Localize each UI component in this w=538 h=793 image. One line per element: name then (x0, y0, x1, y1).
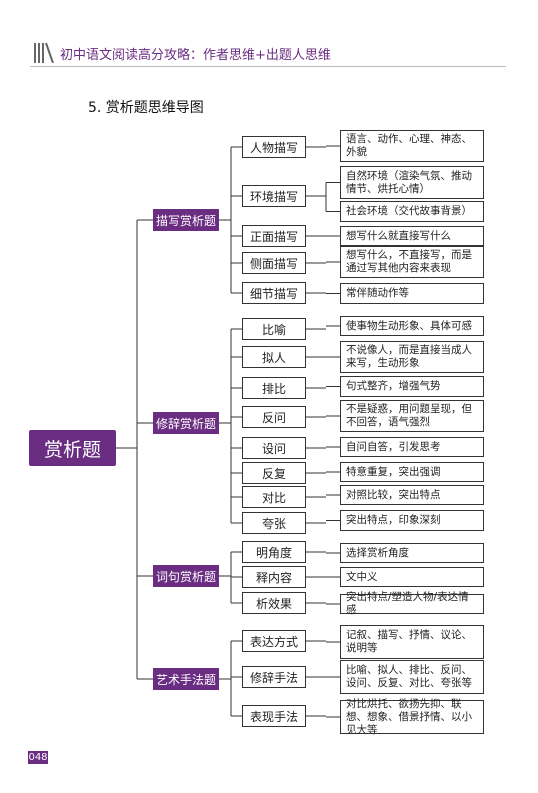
category-node: 艺术手法题 (153, 668, 219, 690)
description-node: 记叙、描写、抒情、议论、说明等 (340, 625, 484, 659)
sub-node: 析效果 (242, 592, 306, 614)
description-text: 突出特点，印象深刻 (346, 514, 441, 526)
header-logo-bars-icon (34, 43, 54, 63)
section-title: 5. 赏析题思维导图 (88, 100, 204, 116)
description-text: 不说像人，而是直接当成人来写，生动形象 (346, 344, 472, 369)
description-node: 突出特点，印象深刻 (340, 510, 484, 531)
description-node: 想写什么，不直接写，而是通过写其他内容来表现 (340, 246, 484, 278)
description-text: 突出特点/塑造人物/表达情感 (346, 591, 469, 616)
description-text: 想写什么就直接写什么 (346, 229, 451, 242)
description-text: 比喻、拟人、排比、反问、设问、反复、对比、夸张等 (346, 664, 472, 689)
description-text: 语言、动作、心理、神态、外貌 (346, 133, 472, 158)
sub-node: 人物描写 (242, 136, 306, 158)
description-node: 特意重复，突出强调 (340, 462, 484, 482)
sub-node: 细节描写 (242, 282, 306, 304)
page-number: 048 (28, 751, 48, 764)
sub-node: 对比 (242, 486, 306, 508)
sub-node: 表现手法 (242, 705, 306, 727)
description-node: 自问自答，引发思考 (340, 437, 484, 457)
sub-node: 明角度 (242, 541, 306, 563)
description-node: 文中义 (340, 567, 484, 587)
description-text: 自然环境（渲染气氛、推动情节、烘托心情） (346, 169, 472, 195)
category-node: 修辞赏析题 (153, 412, 219, 434)
description-node: 对照比较，突出特点 (340, 485, 484, 505)
root-node: 赏析题 (29, 430, 116, 466)
description-node: 突出特点/塑造人物/表达情感 (340, 591, 484, 616)
sub-node: 环境描写 (242, 185, 306, 207)
header-divider (30, 66, 506, 67)
description-text: 不是疑惑，用问题呈现，但不回答，语气强烈 (346, 403, 472, 428)
category-node: 词句赏析题 (153, 565, 219, 587)
description-node: 对比烘托、欲扬先抑、联想、想象、借景抒情、以小见大等 (340, 697, 484, 736)
description-text: 使事物生动形象、具体可感 (346, 319, 472, 332)
description-text: 社会环境（交代故事背景） (346, 205, 472, 217)
description-node: 社会环境（交代故事背景） (340, 201, 484, 222)
description-node: 比喻、拟人、排比、反问、设问、反复、对比、夸张等 (340, 660, 484, 694)
sub-node: 表达方式 (242, 630, 306, 652)
description-node: 不是疑惑，用问题呈现，但不回答，语气强烈 (340, 400, 484, 432)
header-title: 初中语文阅读高分攻略：作者思维+出题人思维 (60, 48, 331, 63)
sub-node: 拟人 (242, 346, 306, 368)
sub-node: 比喻 (242, 318, 306, 340)
description-node: 想写什么就直接写什么 (340, 226, 484, 246)
description-node: 语言、动作、心理、神态、外貌 (340, 130, 484, 162)
description-text: 对比烘托、欲扬先抑、联想、想象、借景抒情、以小见大等 (346, 697, 472, 736)
description-node: 句式整齐，增强气势 (340, 376, 484, 397)
sub-node: 排比 (242, 377, 306, 399)
description-text: 选择赏析角度 (346, 546, 409, 559)
description-node: 使事物生动形象、具体可感 (340, 316, 484, 336)
description-text: 常伴随动作等 (346, 287, 409, 299)
sub-node: 释内容 (242, 566, 306, 588)
description-text: 想写什么，不直接写，而是通过写其他内容来表现 (346, 249, 472, 274)
description-text: 特意重复，突出强调 (346, 465, 441, 478)
sub-node: 反复 (242, 462, 306, 484)
sub-node: 侧面描写 (242, 252, 306, 274)
description-text: 文中义 (346, 570, 378, 583)
sub-node: 夸张 (242, 512, 306, 534)
sub-node: 修辞手法 (242, 666, 306, 688)
sub-node: 正面描写 (242, 225, 306, 247)
sub-node: 设问 (242, 437, 306, 459)
description-text: 句式整齐，增强气势 (346, 380, 441, 392)
category-node: 描写赏析题 (153, 209, 219, 231)
description-text: 自问自答，引发思考 (346, 440, 441, 453)
description-text: 记叙、描写、抒情、议论、说明等 (346, 629, 472, 654)
sub-node: 反问 (242, 406, 306, 428)
description-node: 不说像人，而是直接当成人来写，生动形象 (340, 341, 484, 373)
description-node: 自然环境（渲染气氛、推动情节、烘托心情） (340, 166, 484, 199)
description-node: 常伴随动作等 (340, 283, 484, 304)
description-text: 对照比较，突出特点 (346, 488, 441, 501)
description-node: 选择赏析角度 (340, 543, 484, 563)
